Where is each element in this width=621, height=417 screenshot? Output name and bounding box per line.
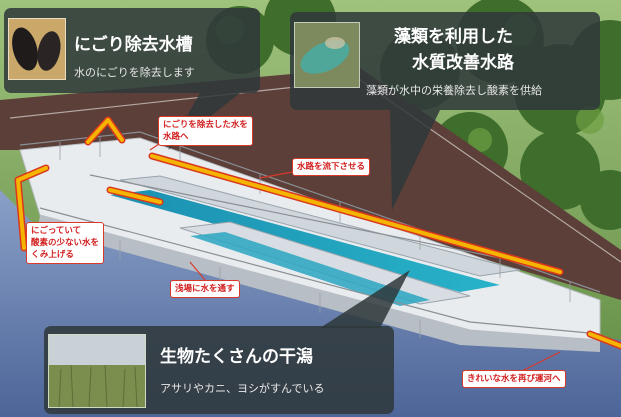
reed-photo bbox=[48, 334, 146, 408]
label-return-clean: きれいな水を再び運河へ bbox=[462, 370, 566, 388]
label-send-to-channel-line2: 水路へ bbox=[163, 132, 189, 142]
algae-channel-title-1: 藻類を利用した bbox=[394, 27, 513, 47]
algae-photo bbox=[294, 22, 360, 88]
label-send-to-channel: にごりを除去した水を 水路へ bbox=[158, 116, 253, 146]
algae-icon bbox=[295, 23, 359, 87]
label-pump-up-line1: にごっていて bbox=[31, 226, 82, 236]
mussel-icon bbox=[12, 27, 61, 71]
callout-algae-channel: 藻類を利用した 水質改善水路 藻類が水中の栄養除去し酸素を供給 bbox=[290, 12, 600, 110]
flow-arrows bbox=[14, 116, 621, 350]
tidal-flat-title: 生物たくさんの干潟 bbox=[160, 347, 313, 367]
callout-turbid-tank: にごり除去水槽 水のにごりを除去します bbox=[4, 8, 260, 93]
turbid-tank-desc: 水のにごりを除去します bbox=[74, 66, 195, 79]
label-send-to-channel-line1: にごりを除去した水を bbox=[163, 120, 248, 130]
mussel-photo bbox=[8, 18, 66, 80]
label-pump-up-line3: くみ上げる bbox=[31, 250, 74, 260]
algae-channel-title-2: 水質改善水路 bbox=[412, 53, 514, 73]
callout-tidal-flat: 生物たくさんの干潟 アサリやカニ、ヨシがすんでいる bbox=[44, 326, 394, 414]
label-pump-up-line2: 酸素の少ない水を bbox=[31, 238, 100, 248]
label-flow-down: 水路を流下させる bbox=[292, 158, 371, 176]
turbid-tank-title: にごり除去水槽 bbox=[74, 35, 193, 55]
label-to-shallows: 浅場に水を通す bbox=[170, 280, 240, 298]
facility-side bbox=[38, 215, 600, 352]
reed-icon bbox=[49, 335, 145, 407]
tidal-flat-desc: アサリやカニ、ヨシがすんでいる bbox=[160, 382, 325, 395]
label-pump-up: にごっていて 酸素の少ない水を くみ上げる bbox=[26, 222, 105, 264]
algae-channel-desc: 藻類が水中の栄養除去し酸素を供給 bbox=[366, 84, 542, 97]
channel-water bbox=[110, 190, 500, 292]
